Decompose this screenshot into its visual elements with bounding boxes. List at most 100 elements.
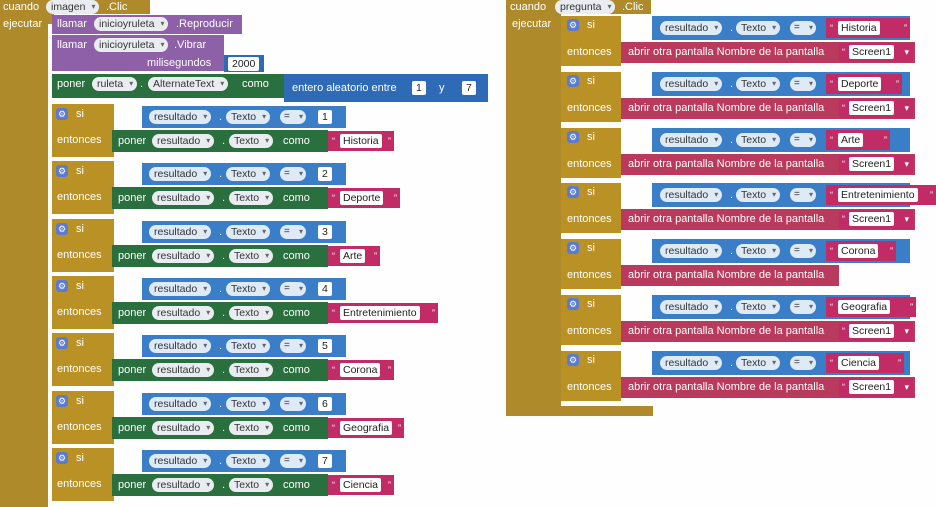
compare-number[interactable]: 3 — [318, 224, 332, 239]
gear-icon[interactable]: ⚙ — [567, 74, 579, 87]
set-property-dropdown[interactable]: AlternateText — [148, 77, 229, 91]
compare-block[interactable]: resultado.Texto=7 — [142, 449, 346, 472]
text-string-value[interactable]: Arte — [838, 132, 864, 147]
open-screen-block[interactable]: abrir otra pantalla Nombre de la pantall… — [621, 209, 915, 231]
gear-icon[interactable]: ⚙ — [567, 130, 579, 143]
compare-property-dropdown[interactable]: Texto — [226, 224, 271, 239]
compare-component-dropdown[interactable]: resultado — [149, 167, 212, 182]
chevron-down-icon[interactable]: ▾ — [904, 102, 909, 113]
chevron-down-icon[interactable]: ▾ — [904, 47, 909, 57]
set-property-dropdown[interactable]: Texto — [229, 305, 274, 320]
random-to-number[interactable]: 7 — [462, 81, 476, 95]
compare-block[interactable]: resultado.Texto=3 — [142, 220, 346, 243]
compare-component-dropdown[interactable]: resultado — [660, 244, 723, 259]
compare-component-dropdown[interactable]: resultado — [660, 132, 723, 147]
call-component-dropdown[interactable]: inicioyruleta — [94, 38, 169, 52]
gear-icon[interactable]: ⚙ — [56, 279, 68, 292]
compare-number[interactable]: 6 — [318, 396, 332, 411]
text-string-block[interactable]: “Deporte” — [328, 188, 400, 209]
gear-icon[interactable]: ⚙ — [567, 298, 579, 310]
compare-property-dropdown[interactable]: Texto — [736, 132, 781, 147]
set-property-dropdown[interactable]: Texto — [229, 420, 274, 435]
gear-icon[interactable]: ⚙ — [56, 337, 68, 350]
compare-component-dropdown[interactable]: resultado — [149, 453, 212, 468]
gear-icon[interactable]: ⚙ — [56, 165, 68, 178]
open-screen-block[interactable]: abrir otra pantalla Nombre de la pantall… — [621, 42, 915, 63]
random-integer-block[interactable]: entero aleatorio entre 1 y 7 — [284, 74, 488, 102]
compare-property-dropdown[interactable]: Texto — [736, 188, 781, 203]
text-string-value[interactable]: Geografia — [838, 300, 891, 314]
compare-component-dropdown[interactable]: resultado — [660, 188, 723, 203]
compare-component-dropdown[interactable]: resultado — [149, 339, 212, 354]
text-string-value[interactable]: Historia — [340, 134, 382, 148]
open-screen-block[interactable]: abrir otra pantalla Nombre de la pantall… — [621, 153, 915, 175]
compare-operator-dropdown[interactable]: = — [280, 453, 306, 468]
text-string-value[interactable]: Entretenimiento — [838, 188, 918, 203]
text-string-value[interactable]: Entretenimiento — [340, 305, 420, 320]
compare-operator-dropdown[interactable]: = — [280, 224, 306, 239]
screen-name-block[interactable]: “Screen1▾ — [839, 210, 913, 230]
set-component-dropdown[interactable]: resultado — [152, 248, 215, 263]
open-screen-block[interactable]: abrir otra pantalla Nombre de la pantall… — [621, 265, 839, 287]
compare-component-dropdown[interactable]: resultado — [660, 21, 723, 35]
gear-icon[interactable]: ⚙ — [567, 186, 579, 199]
text-string-block[interactable]: “Geografia” — [826, 297, 916, 317]
text-string-block[interactable]: “Corona” — [328, 360, 394, 381]
set-property-dropdown[interactable]: Texto — [229, 134, 274, 148]
set-component-dropdown[interactable]: ruleta — [92, 77, 138, 91]
text-string-block[interactable]: “Entretenimiento” — [826, 185, 936, 206]
text-string-value[interactable]: Corona — [838, 244, 879, 259]
compare-property-dropdown[interactable]: Texto — [736, 76, 781, 91]
text-string-value[interactable]: Deporte — [340, 191, 384, 206]
text-string-block[interactable]: “Entretenimiento” — [328, 302, 438, 323]
set-property-dropdown[interactable]: Texto — [229, 477, 274, 492]
gear-icon[interactable]: ⚙ — [56, 108, 68, 120]
set-property-dropdown[interactable]: Texto — [229, 363, 274, 378]
screen-name-value[interactable]: Screen1 — [849, 379, 895, 394]
number-2000[interactable]: 2000 — [228, 57, 260, 71]
open-screen-block[interactable]: abrir otra pantalla Nombre de la pantall… — [621, 97, 915, 119]
text-string-value[interactable]: Arte — [340, 248, 366, 263]
text-string-value[interactable]: Ciencia — [340, 477, 382, 492]
screen-name-block[interactable]: “Screen1▾ — [839, 43, 913, 62]
gear-icon[interactable]: ⚙ — [56, 222, 68, 235]
screen-name-block[interactable]: “Screen1▾ — [839, 377, 913, 397]
open-screen-block[interactable]: abrir otra pantalla Nombre de la pantall… — [621, 321, 915, 342]
compare-component-dropdown[interactable]: resultado — [149, 396, 212, 411]
compare-operator-dropdown[interactable]: = — [790, 300, 816, 314]
compare-component-dropdown[interactable]: resultado — [660, 300, 723, 314]
screen-name-value[interactable]: Screen1 — [849, 156, 895, 171]
text-string-value[interactable]: Ciencia — [838, 355, 880, 370]
text-string-block[interactable]: “Arte” — [826, 129, 890, 150]
text-string-value[interactable]: Geografia — [340, 420, 393, 435]
chevron-down-icon[interactable]: ▾ — [904, 326, 909, 336]
compare-property-dropdown[interactable]: Texto — [226, 281, 271, 296]
set-component-dropdown[interactable]: resultado — [152, 477, 215, 492]
compare-component-dropdown[interactable]: resultado — [660, 76, 723, 91]
call-vibrar-block[interactable]: llamar inicioyruleta .Vibrar milisegundo… — [52, 35, 224, 71]
compare-property-dropdown[interactable]: Texto — [226, 339, 271, 354]
event-component-dropdown[interactable]: imagen — [46, 0, 100, 14]
compare-number[interactable]: 4 — [318, 281, 332, 296]
set-component-dropdown[interactable]: resultado — [152, 420, 215, 435]
compare-operator-dropdown[interactable]: = — [790, 355, 816, 370]
chevron-down-icon[interactable]: ▾ — [904, 158, 909, 169]
compare-component-dropdown[interactable]: resultado — [149, 110, 212, 124]
text-string-block[interactable]: “Corona” — [826, 241, 896, 262]
compare-block[interactable]: resultado.Texto=1 — [142, 106, 346, 128]
compare-component-dropdown[interactable]: resultado — [660, 355, 723, 370]
compare-block[interactable]: resultado.Texto=5 — [142, 335, 346, 358]
compare-property-dropdown[interactable]: Texto — [736, 21, 781, 35]
